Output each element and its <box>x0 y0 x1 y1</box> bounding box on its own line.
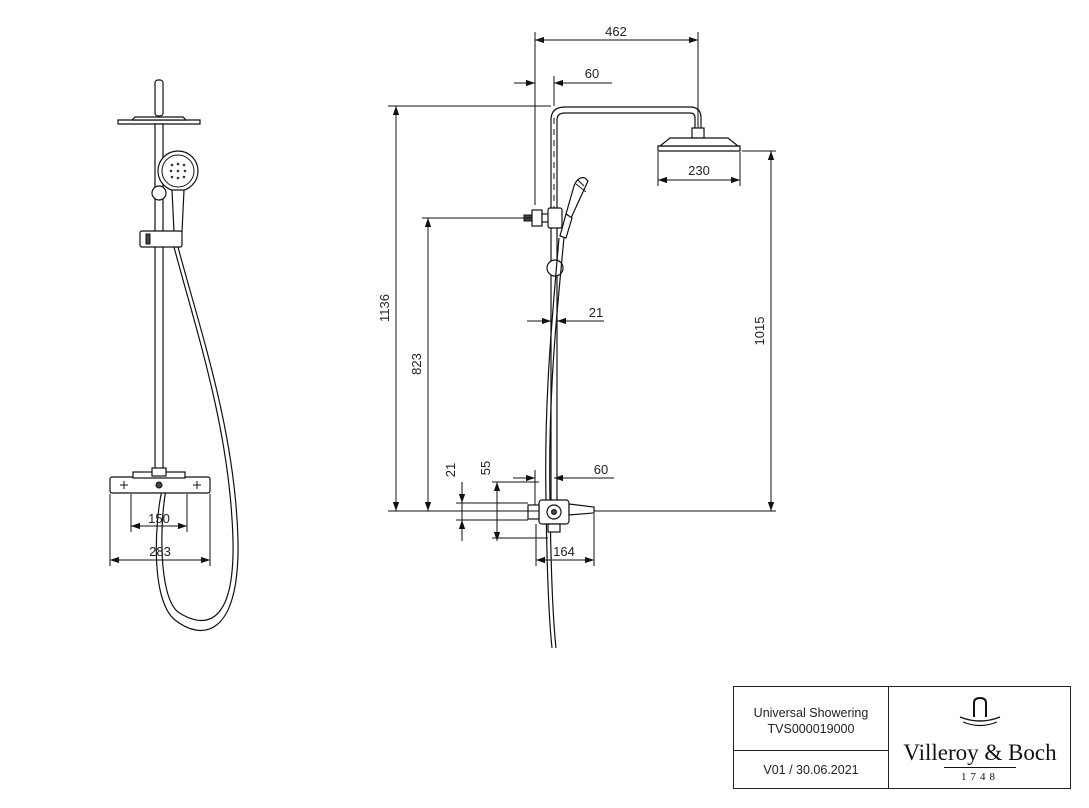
dim-spout-length: 164 <box>553 544 575 559</box>
title-block-version-cell: V01 / 30.06.2021 <box>734 751 889 789</box>
front-hose <box>155 246 239 631</box>
product-name: Universal Showering <box>753 706 869 720</box>
dim-height-total: 1136 <box>377 294 392 322</box>
dim-outlet-offset: 60 <box>594 462 608 477</box>
dim-outlet-drop: 55 <box>478 461 493 475</box>
dim-thermostat-width: 283 <box>149 544 171 559</box>
side-hose <box>549 237 565 649</box>
front-view: 150 283 <box>109 79 239 631</box>
side-shower-head <box>657 145 741 152</box>
dim-overall-width: 462 <box>605 24 627 39</box>
dim-height-holder: 823 <box>409 353 424 375</box>
dim-height-head: 1015 <box>752 317 767 346</box>
title-block-product-cell: Universal Showering TVS000019000 <box>734 687 889 751</box>
villeroy-boch-faucet-logo-icon <box>959 696 1001 727</box>
brand-logo: Villeroy & Boch 1748 <box>889 687 1071 788</box>
dim-pipe-diameter: 21 <box>443 463 458 477</box>
brand-name: Villeroy & Boch <box>903 740 1057 765</box>
title-block: Universal Showering TVS000019000 V01 / 3… <box>733 686 1071 789</box>
side-view: 462 60 230 1136 823 21 1015 <box>377 24 776 649</box>
dim-inlet-distance: 150 <box>148 511 170 526</box>
product-code: TVS000019000 <box>767 722 855 736</box>
version-date: V01 / 30.06.2021 <box>763 763 859 777</box>
side-riser-pipe <box>550 106 702 521</box>
side-hand-shower <box>565 177 589 219</box>
side-wall-bracket <box>531 209 543 227</box>
dim-rail-diameter: 21 <box>589 305 603 320</box>
dim-offset-top: 60 <box>585 66 599 81</box>
brand-year: 1748 <box>961 771 999 783</box>
dim-head-diameter: 230 <box>688 163 710 178</box>
